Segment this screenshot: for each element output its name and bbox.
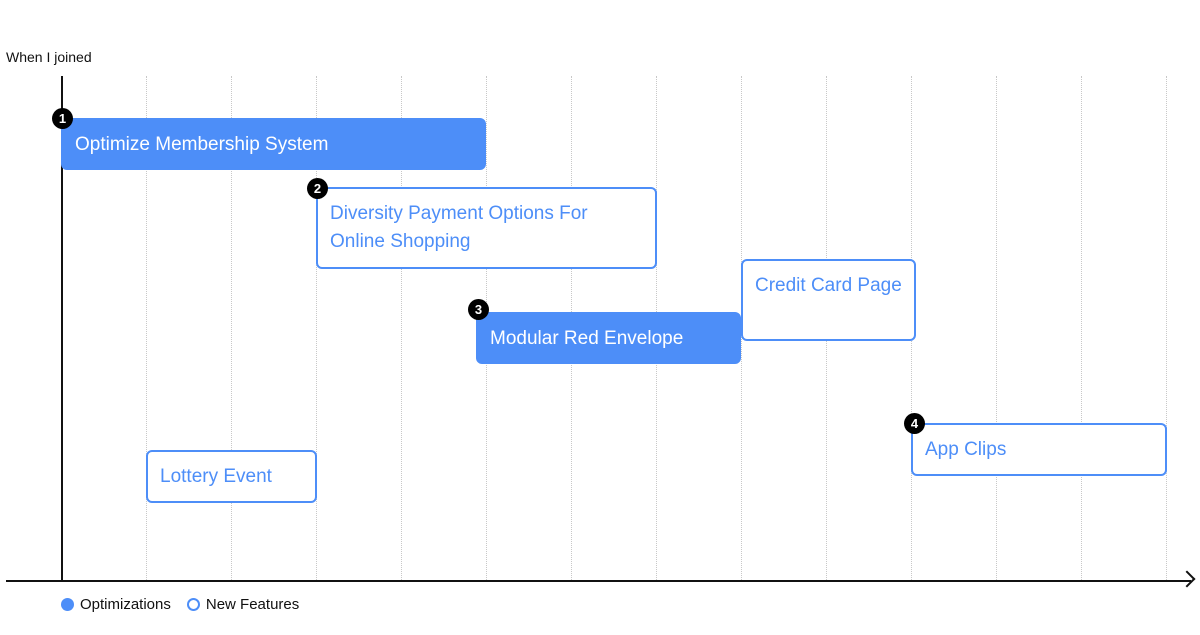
grid-line — [231, 76, 232, 580]
grid-line — [1166, 76, 1167, 580]
task-badge-3: 3 — [468, 299, 489, 320]
task-badge-1: 1 — [52, 108, 73, 129]
task-label: Credit Card Page — [755, 275, 902, 296]
task-label: Optimize Membership System — [75, 134, 329, 155]
grid-line — [316, 76, 317, 580]
y-axis-label: When I joined — [6, 49, 92, 65]
grid-line — [1081, 76, 1082, 580]
task-badge-2: 2 — [307, 178, 328, 199]
x-axis — [6, 580, 1191, 582]
task-credit-card-page[interactable]: Credit Card Page — [741, 259, 916, 341]
grid-line — [401, 76, 402, 580]
legend-item-new-features: New Features — [186, 596, 300, 613]
task-label: Lottery Event — [160, 466, 272, 487]
legend: Optimizations New Features — [61, 596, 315, 613]
filled-circle-icon — [61, 598, 74, 611]
task-lottery-event[interactable]: Lottery Event — [146, 450, 317, 503]
legend-label: Optimizations — [80, 596, 171, 613]
task-optimize-membership-system[interactable]: Optimize Membership System — [61, 118, 486, 170]
task-badge-4: 4 — [904, 413, 925, 434]
task-app-clips[interactable]: App Clips — [911, 423, 1167, 476]
x-axis-arrow-icon — [1178, 570, 1196, 588]
legend-item-optimizations: Optimizations — [61, 596, 171, 613]
task-diversity-payment-options[interactable]: Diversity Payment Options For Online Sho… — [316, 187, 657, 269]
task-label: Modular Red Envelope — [490, 328, 684, 349]
task-label: Diversity Payment Options For Online Sho… — [330, 203, 588, 252]
legend-label: New Features — [205, 596, 300, 613]
hollow-circle-icon — [186, 598, 200, 611]
task-modular-red-envelope[interactable]: Modular Red Envelope — [476, 312, 741, 364]
task-label: App Clips — [925, 439, 1007, 460]
grid-line — [996, 76, 997, 580]
y-axis — [61, 76, 63, 582]
grid-line — [146, 76, 147, 580]
